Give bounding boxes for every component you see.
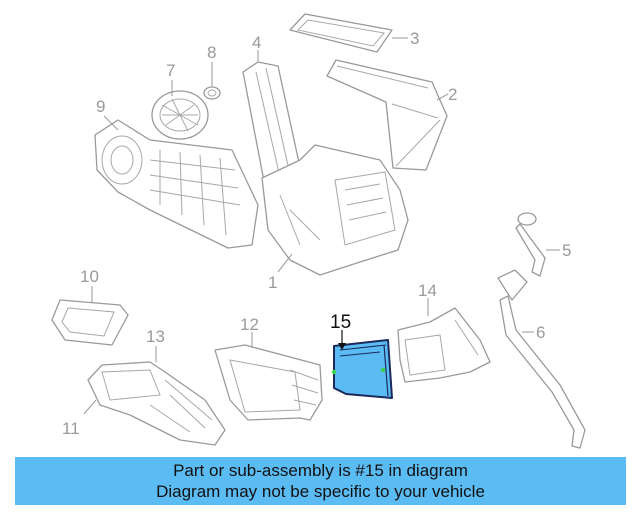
part-9-blower-housing (94, 119, 259, 249)
part-5-hose-fitting (515, 212, 546, 277)
banner-line-disclaimer: Diagram may not be specific to your vehi… (156, 482, 485, 501)
part-14-duct-adapter (397, 307, 491, 383)
filter-clip (380, 367, 386, 373)
label-11: 11 (62, 419, 80, 438)
part-12-filter-housing (214, 344, 323, 421)
part-3-filter-frame (289, 13, 393, 53)
part-10-seal-frame (51, 299, 129, 346)
label-2: 2 (448, 85, 457, 104)
leader-lines (83, 37, 560, 415)
label-6: 6 (536, 323, 545, 342)
label-15: 15 (330, 312, 351, 333)
part-8-gasket (203, 86, 221, 100)
label-3: 3 (410, 29, 419, 48)
part-6-drain-tube (497, 269, 586, 449)
label-7: 7 (166, 61, 175, 80)
filter-clip (331, 369, 337, 375)
label-9: 9 (96, 97, 105, 116)
banner-line-part: Part or sub-assembly is #15 in diagram (173, 461, 468, 480)
label-8: 8 (207, 43, 216, 62)
label-14: 14 (418, 281, 437, 300)
label-1: 1 (268, 273, 277, 292)
info-banner: Part or sub-assembly is #15 in diagram D… (15, 457, 626, 505)
label-10: 10 (80, 267, 99, 286)
part-13-air-intake (87, 361, 226, 446)
part-7-blower-motor (151, 90, 209, 140)
label-13: 13 (146, 327, 165, 346)
part-labels: 3 2 4 8 7 9 1 5 6 10 13 11 12 14 15 (62, 29, 571, 438)
parts-diagram: 3 2 4 8 7 9 1 5 6 10 13 11 12 14 15 (51, 13, 586, 449)
label-4: 4 (252, 33, 261, 52)
arrow-15-icon (338, 343, 346, 350)
label-5: 5 (562, 241, 571, 260)
part-15-cabin-air-filter (331, 339, 393, 399)
part-1-hvac-case (261, 144, 409, 276)
label-12: 12 (240, 315, 259, 334)
part-2-duct (326, 59, 448, 171)
